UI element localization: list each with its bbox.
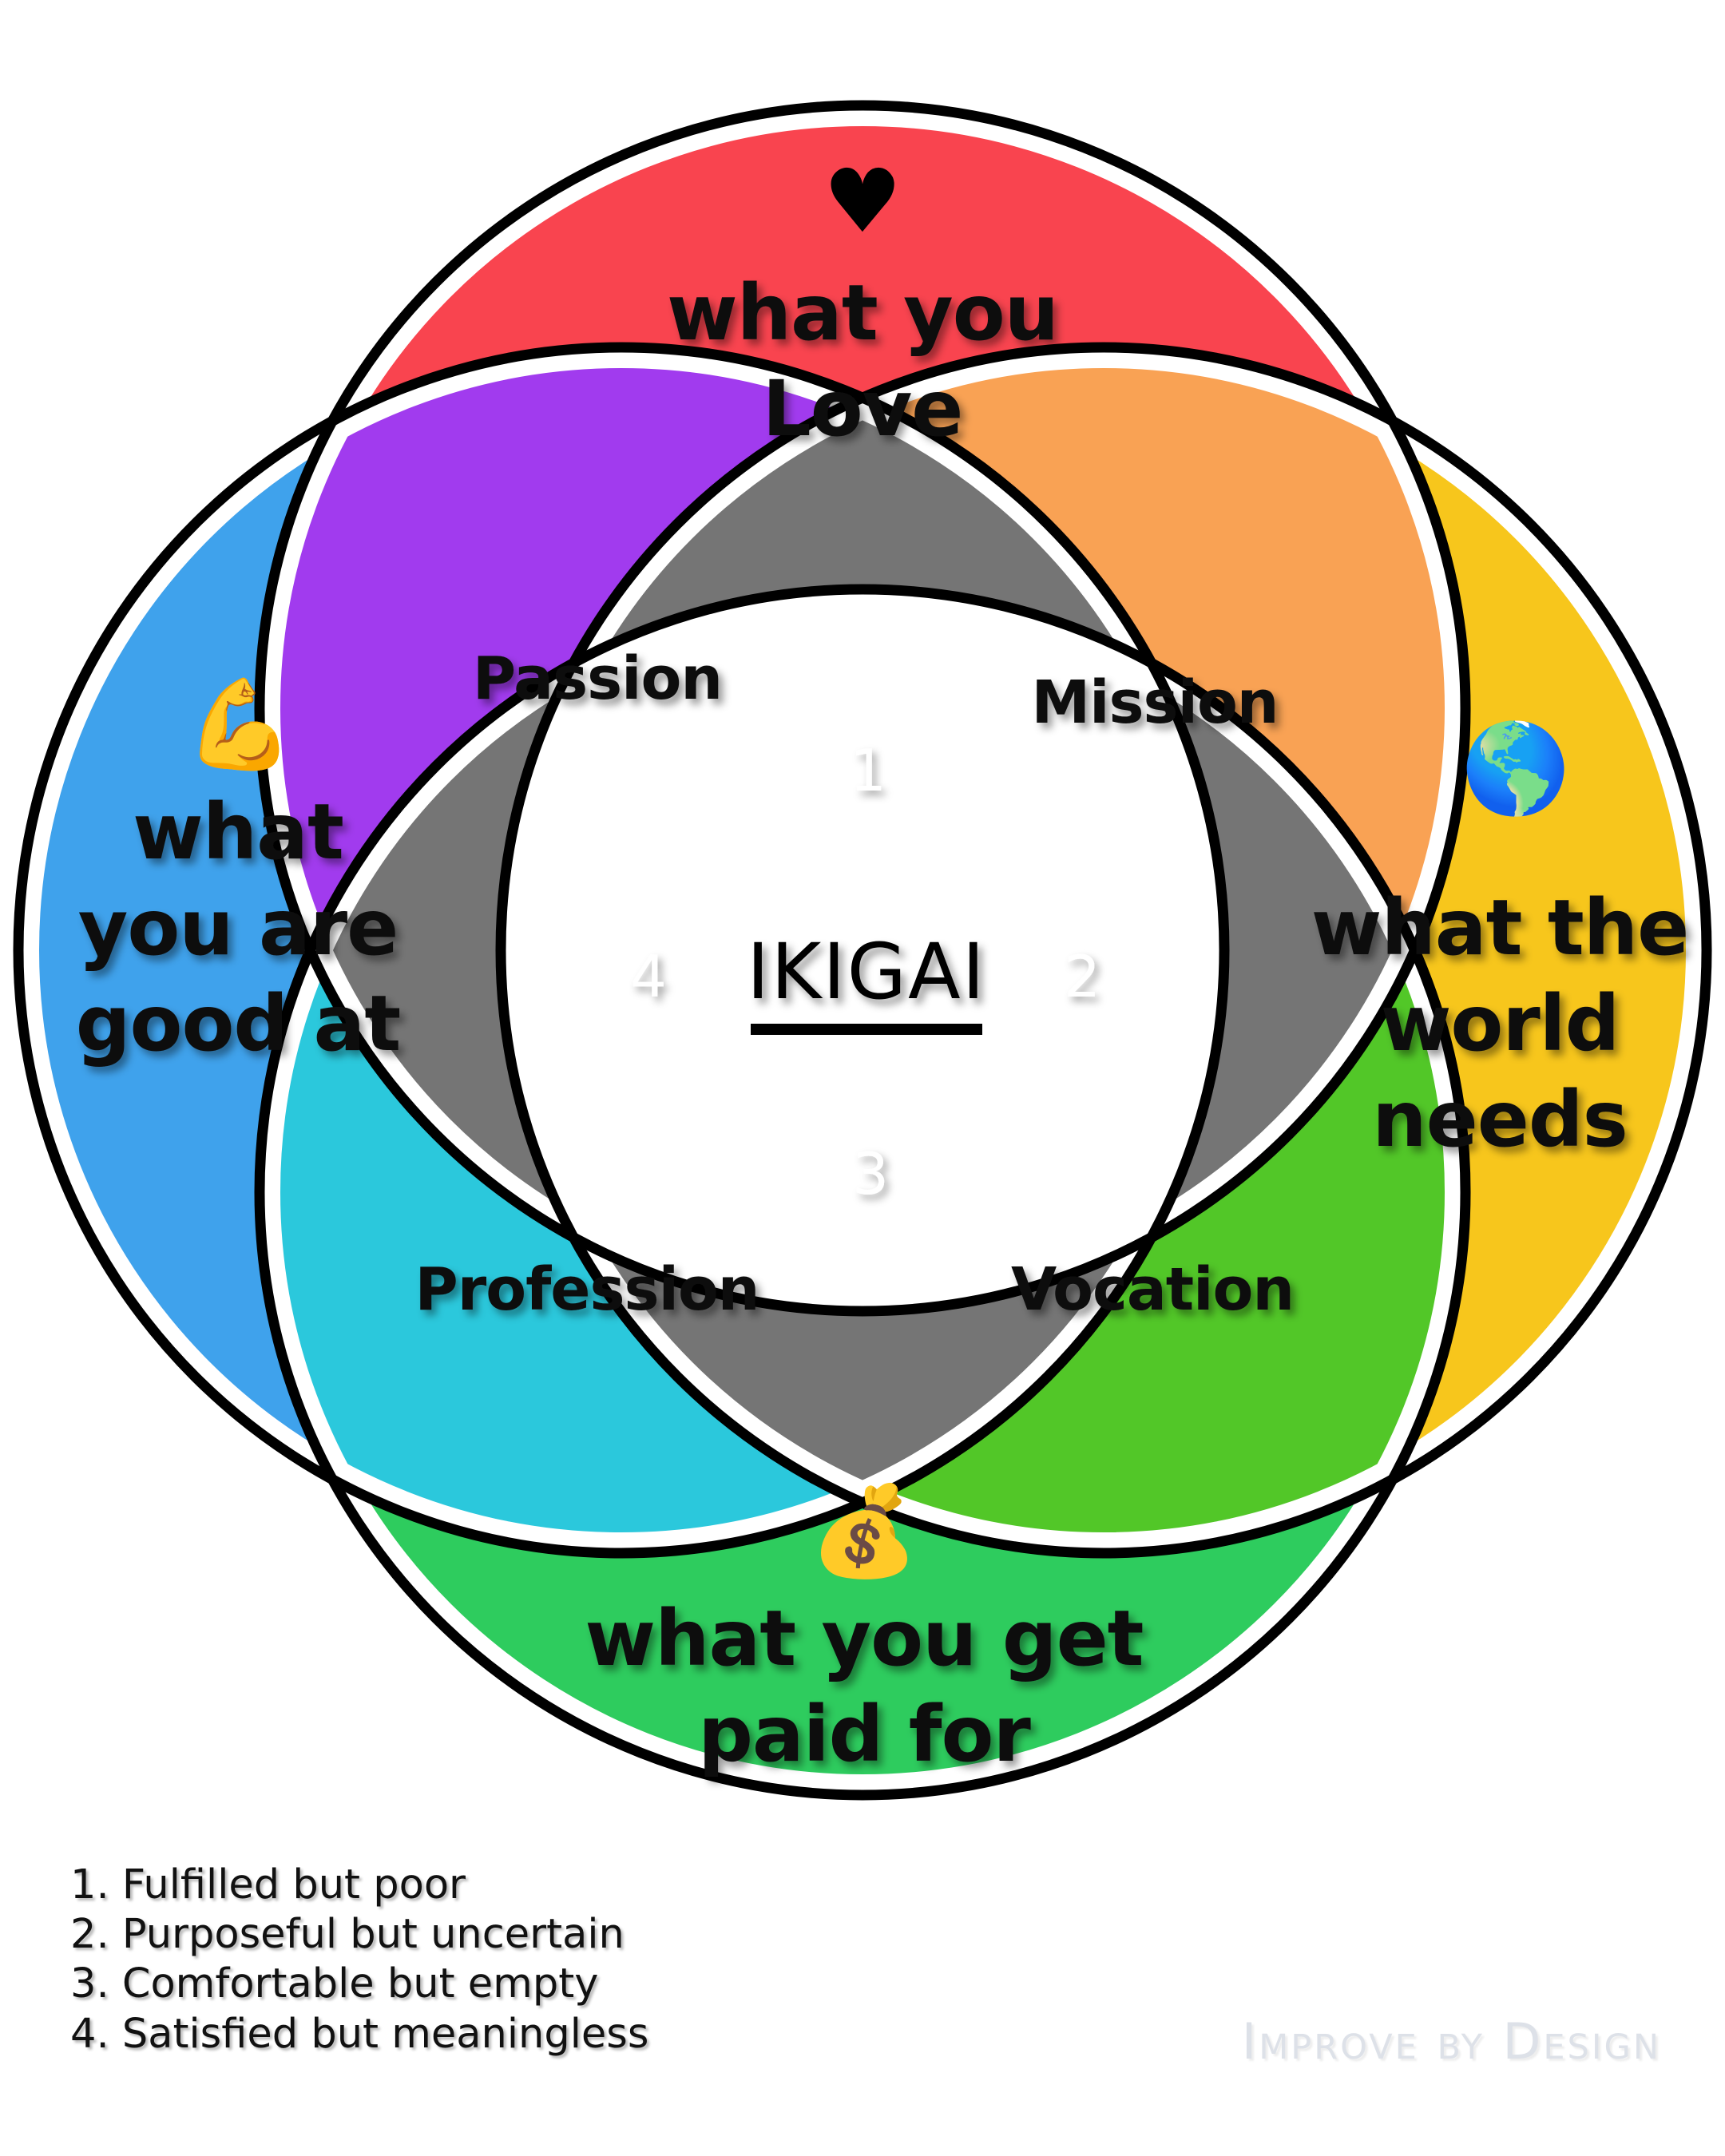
circle-love-halo <box>260 105 1465 1311</box>
center-label-group: IKIGAI <box>747 927 986 1035</box>
earth-globe-icon: 🌎 <box>1461 717 1571 819</box>
overlap-labels: Passion Mission Profession Vocation <box>415 644 1295 1324</box>
circle-icons: ♥ 💪 🌎 💰 <box>185 150 1571 1583</box>
label-profession: Profession <box>415 1255 759 1324</box>
label-love-line1: what you <box>667 268 1058 358</box>
label-world-needs-line2: world <box>1381 979 1620 1068</box>
label-world-needs-line1: what the <box>1311 883 1688 973</box>
watermark-improve-by-design: Improve by Design <box>1241 2012 1661 2071</box>
footnote-item-2: 2. Purposeful but uncertain <box>70 1911 625 1959</box>
circle-paid-for-halo <box>260 589 1465 1795</box>
circle-good-at-outline <box>13 342 1230 1559</box>
circle-labels: what you Love what you are good at what … <box>76 268 1689 1779</box>
ikigai-label: IKIGAI <box>747 927 986 1017</box>
label-good-at-line1: what <box>133 787 343 877</box>
number-region-3: 3 <box>852 1140 889 1207</box>
circle-world-needs-halo <box>501 347 1707 1553</box>
label-good-at-line3: good at <box>76 979 400 1068</box>
circle-paid-for-outline <box>254 584 1471 1801</box>
footnote-item-1: 1. Fulfilled but poor <box>70 1861 466 1908</box>
label-mission: Mission <box>1032 668 1279 737</box>
footnote-item-3: 3. Comfortable but empty <box>70 1960 599 2008</box>
label-love-line2: Love <box>763 364 963 454</box>
triple-region-numbers: 1 2 3 4 <box>630 737 1100 1207</box>
circle-love-outline <box>254 100 1471 1317</box>
flexed-biceps-icon: 💪 <box>185 673 295 775</box>
venn-outlines <box>13 100 1712 1801</box>
money-bag-icon: 💰 <box>810 1480 919 1583</box>
footnote-list: 1. Fulfilled but poor 2. Purposeful but … <box>70 1861 789 2059</box>
label-passion: Passion <box>473 644 722 713</box>
number-region-2: 2 <box>1064 943 1100 1010</box>
circle-good-at-halo <box>18 347 1224 1553</box>
black-heart-icon: ♥ <box>823 150 902 252</box>
footnote-item-4: 4. Satisfied but meaningless <box>70 2010 649 2058</box>
label-world-needs-line3: needs <box>1372 1075 1627 1164</box>
label-paid-for-line1: what you get <box>585 1594 1143 1683</box>
circle-world-needs-outline <box>495 342 1712 1559</box>
number-region-4: 4 <box>630 943 667 1010</box>
label-paid-for-line2: paid for <box>698 1690 1031 1779</box>
number-region-1: 1 <box>850 737 886 804</box>
label-good-at-line2: you are <box>78 883 399 973</box>
ikigai-underline <box>751 1024 982 1035</box>
label-vocation: Vocation <box>1011 1255 1294 1324</box>
